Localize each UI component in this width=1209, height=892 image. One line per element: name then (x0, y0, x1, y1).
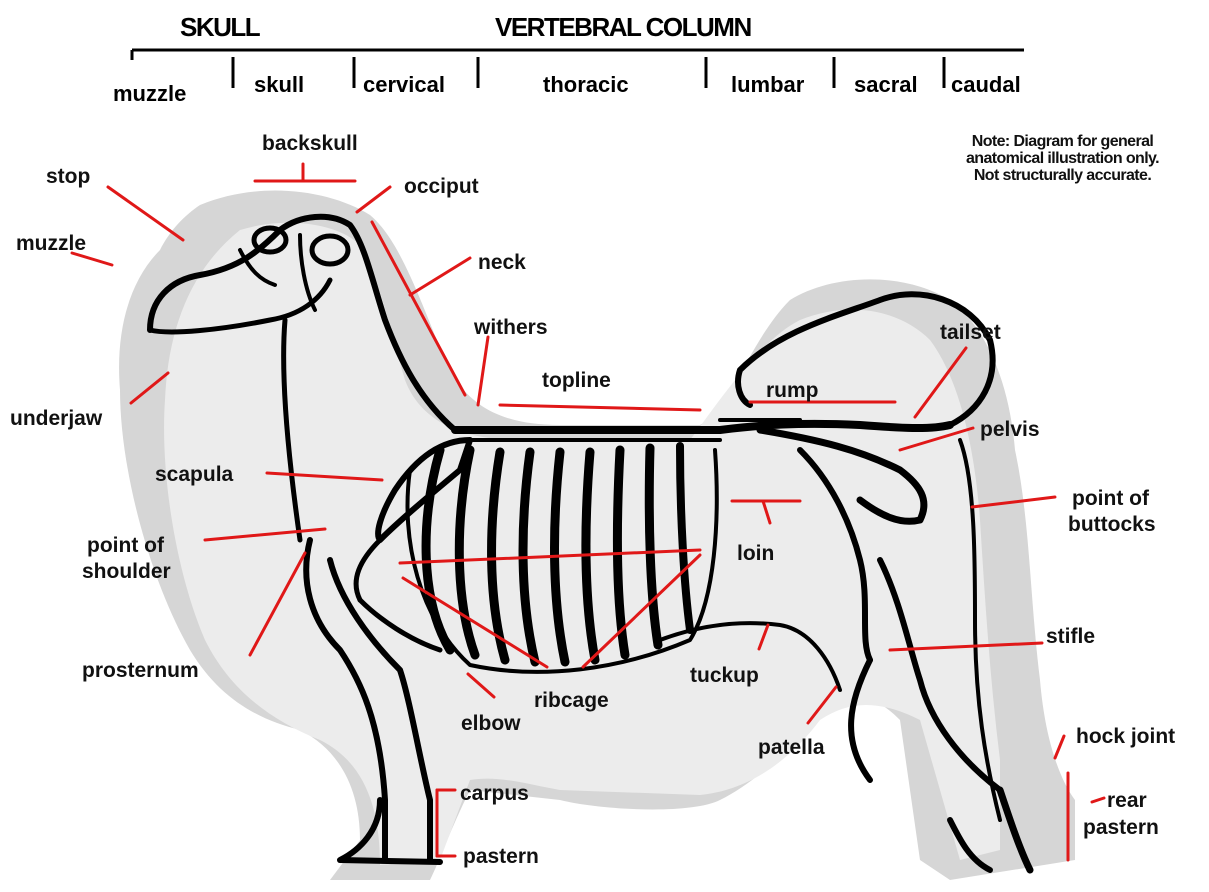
segment-sacral: sacral (854, 74, 918, 96)
label-topline: topline (542, 370, 611, 391)
label-underjaw: underjaw (10, 408, 102, 429)
label-hock-joint: hock joint (1076, 726, 1175, 747)
label-pastern: pastern (463, 846, 539, 867)
label-occiput: occiput (404, 176, 479, 197)
vertebral-column-header: VERTEBRAL COLUMN (495, 14, 751, 40)
segment-muzzle: muzzle (113, 83, 186, 105)
label-rump: rump (766, 380, 819, 401)
label-prosternum: prosternum (82, 660, 199, 681)
label-rear-pastern-1: rear (1107, 790, 1147, 811)
label-muzzle: muzzle (16, 233, 86, 254)
disclaimer-note: Note: Diagram for general anatomical ill… (925, 133, 1200, 184)
label-point-of-buttocks-2: buttocks (1068, 514, 1156, 535)
label-backskull: backskull (262, 133, 358, 154)
label-tailset: tailset (940, 322, 1001, 343)
label-withers: withers (474, 317, 548, 338)
label-pelvis: pelvis (980, 419, 1040, 440)
label-neck: neck (478, 252, 526, 273)
label-point-of-buttocks-1: point of (1072, 488, 1149, 509)
segment-thoracic: thoracic (543, 74, 629, 96)
label-stifle: stifle (1046, 626, 1095, 647)
segment-lumbar: lumbar (731, 74, 804, 96)
label-carpus: carpus (460, 783, 529, 804)
label-stop: stop (46, 166, 90, 187)
label-point-of-shoulder-1: point of (87, 535, 164, 556)
label-patella: patella (758, 737, 825, 758)
label-scapula: scapula (155, 464, 233, 485)
label-loin: loin (737, 543, 774, 564)
label-point-of-shoulder-2: shoulder (82, 561, 171, 582)
note-line-3: Not structurally accurate. (925, 167, 1200, 184)
label-elbow: elbow (461, 713, 521, 734)
note-line-1: Note: Diagram for general (925, 133, 1200, 150)
label-rear-pastern-2: pastern (1083, 817, 1159, 838)
segment-skull: skull (254, 74, 304, 96)
skull-header: SKULL (180, 14, 259, 40)
label-ribcage: ribcage (534, 690, 609, 711)
segment-caudal: caudal (951, 74, 1021, 96)
label-tuckup: tuckup (690, 665, 759, 686)
segment-cervical: cervical (363, 74, 445, 96)
note-line-2: anatomical illustration only. (925, 150, 1200, 167)
